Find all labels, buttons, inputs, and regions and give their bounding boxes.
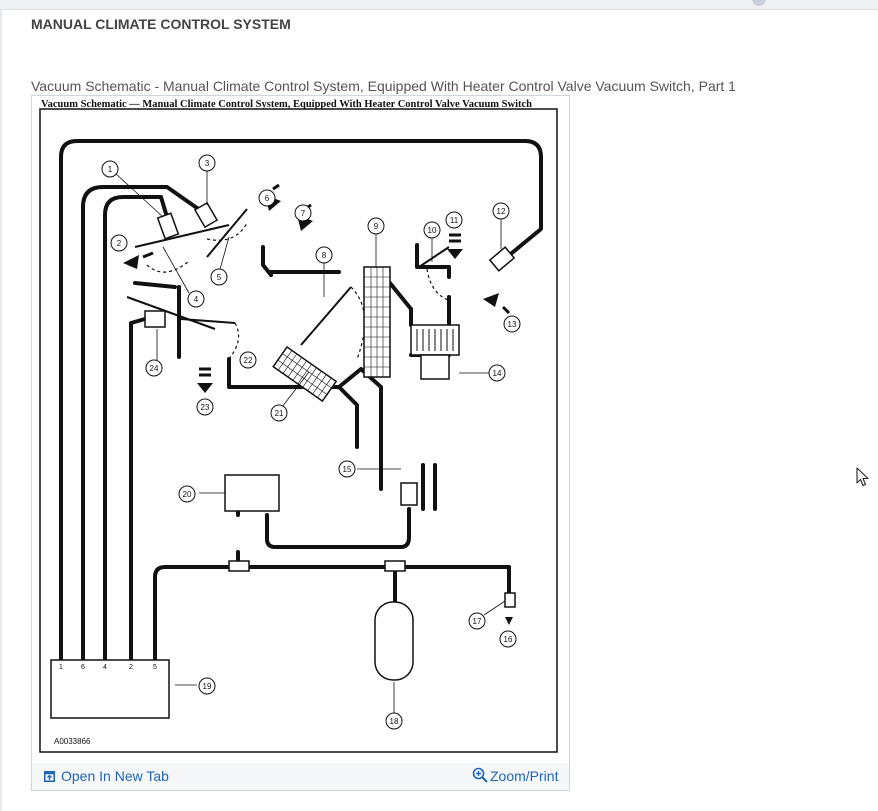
callout-16: 16 (504, 635, 513, 644)
zoom-print-label: Zoom/Print (490, 768, 559, 784)
callout-9: 9 (374, 222, 379, 231)
port-label-1: 1 (59, 664, 63, 671)
control-ports: 1 6 4 2 5 (59, 664, 157, 671)
zoom-in-icon (472, 767, 488, 783)
callout-1: 1 (108, 165, 113, 174)
schematic-code: A0033866 (54, 737, 91, 746)
open-in-new-tab-label: Open In New Tab (61, 768, 169, 784)
open-new-tab-icon (44, 770, 55, 782)
callout-2: 2 (117, 239, 122, 248)
open-in-new-tab-button[interactable]: Open In New Tab (44, 768, 169, 784)
vacuum-schematic-diagram: Vacuum Schematic — Manual Climate Contro… (39, 99, 558, 753)
callout-15: 15 (343, 465, 352, 474)
callout-10: 10 (428, 226, 437, 235)
callout-21: 21 (275, 409, 284, 418)
callout-19: 19 (203, 682, 212, 691)
callout-5: 5 (217, 273, 222, 282)
callout-20: 20 (183, 490, 192, 499)
mouse-pointer-icon (856, 467, 869, 487)
callout-3: 3 (205, 159, 210, 168)
schematic-heading: Vacuum Schematic — Manual Climate Contro… (41, 99, 532, 110)
callout-13: 13 (508, 320, 517, 329)
section-title: MANUAL CLIMATE CONTROL SYSTEM (31, 16, 291, 32)
callout-24: 24 (150, 364, 159, 373)
left-border (0, 9, 2, 811)
callout-18: 18 (390, 717, 399, 726)
port-label-4: 4 (103, 664, 107, 671)
callout-23: 23 (201, 403, 210, 412)
callout-17: 17 (473, 617, 482, 626)
port-label-6: 6 (81, 664, 85, 671)
port-label-2: 2 (129, 664, 133, 671)
callout-6: 6 (265, 194, 270, 203)
top-bar-indicator (752, 0, 766, 6)
top-bar (0, 0, 878, 10)
callout-22: 22 (244, 356, 253, 365)
vacuum-schematic-figure[interactable]: Vacuum Schematic — Manual Climate Contro… (39, 97, 558, 754)
callout-11: 11 (450, 216, 459, 225)
callout-8: 8 (322, 251, 327, 260)
callout-markers: 1 2 3 4 5 6 7 8 9 10 11 12 13 1 (101, 154, 521, 730)
callout-12: 12 (497, 207, 506, 216)
callout-14: 14 (493, 369, 502, 378)
callout-7: 7 (301, 209, 306, 218)
zoom-print-button[interactable]: Zoom/Print (472, 765, 558, 784)
port-label-5: 5 (153, 664, 157, 671)
callout-4: 4 (194, 295, 199, 304)
figure-caption: Vacuum Schematic - Manual Climate Contro… (31, 78, 736, 94)
